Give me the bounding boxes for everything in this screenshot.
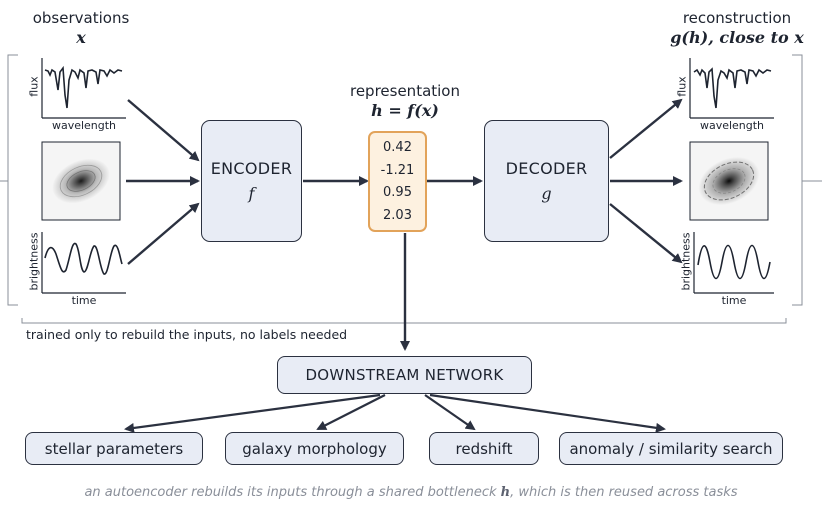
decoder-box: DECODER g — [484, 120, 609, 242]
galaxy-image-right — [689, 141, 769, 221]
decoder-title: DECODER — [505, 159, 588, 178]
spectrum-ylabel-left: flux — [27, 76, 41, 97]
task-anomaly-similarity-search: anomaly / similarity search — [559, 432, 783, 465]
representation-value: 2.03 — [383, 207, 412, 223]
lightcurve-plot-left — [41, 232, 126, 294]
caption-symbol: h — [500, 485, 511, 500]
task-redshift: redshift — [429, 432, 539, 465]
decoder-symbol: g — [541, 184, 552, 203]
spectrum-ylabel-right: flux — [675, 76, 689, 97]
arrow-downstream-to-morphology — [316, 394, 386, 430]
representation-title: representation — [349, 82, 460, 100]
spectrum-plot-left — [41, 58, 126, 119]
representation-value: 0.95 — [383, 185, 412, 201]
arrow-downstream-to-redshift — [424, 394, 476, 431]
reconstruction-title: reconstruction — [682, 9, 792, 27]
representation-value: -1.21 — [380, 162, 415, 178]
encoder-box: ENCODER f — [201, 120, 302, 242]
lightcurve-xlabel-left: time — [71, 294, 97, 307]
lightcurve-ylabel-right: brightness — [679, 232, 693, 291]
task-galaxy-morphology: galaxy morphology — [225, 432, 404, 465]
right-bracket — [792, 54, 803, 306]
training-note: trained only to rebuild the inputs, no l… — [26, 327, 348, 342]
arrow-decoder-to-lightcurve — [609, 203, 683, 264]
arrow-decoder-to-spectrum — [609, 98, 683, 159]
caption-text-after: , which is then reused across tasks — [510, 485, 738, 500]
galaxy-image-left — [41, 141, 121, 221]
lightcurve-xlabel-right: time — [721, 294, 747, 307]
observations-title: observations — [32, 9, 130, 27]
downstream-network-box: DOWNSTREAM NETWORK — [277, 356, 532, 394]
spectrum-xlabel-right: wavelength — [699, 119, 765, 132]
observations-symbol: x — [76, 28, 86, 47]
figure-caption: an autoencoder rebuilds its inputs throu… — [0, 485, 822, 500]
representation-symbol: h = f(x) — [371, 101, 439, 120]
task-stellar-parameters: stellar parameters — [25, 432, 203, 465]
caption-text-before: an autoencoder rebuilds its inputs throu… — [84, 485, 501, 500]
lightcurve-ylabel-left: brightness — [27, 232, 41, 291]
arrow-downstream-to-stellar — [124, 393, 381, 433]
spectrum-xlabel-left: wavelength — [51, 119, 117, 132]
reconstruction-symbol: g(h), close to x — [670, 28, 804, 47]
encoder-symbol: f — [248, 184, 255, 203]
lightcurve-plot-right — [693, 232, 774, 294]
spectrum-plot-right — [689, 58, 774, 119]
arrow-spectrum-to-encoder — [127, 99, 200, 162]
representation-value: 0.42 — [383, 140, 412, 156]
encoder-title: ENCODER — [210, 159, 293, 178]
representation-box: 0.42 -1.21 0.95 2.03 — [368, 131, 427, 232]
left-bracket — [7, 54, 18, 306]
arrow-lightcurve-to-encoder — [127, 202, 200, 265]
arrow-downstream-to-anomaly — [429, 393, 666, 433]
